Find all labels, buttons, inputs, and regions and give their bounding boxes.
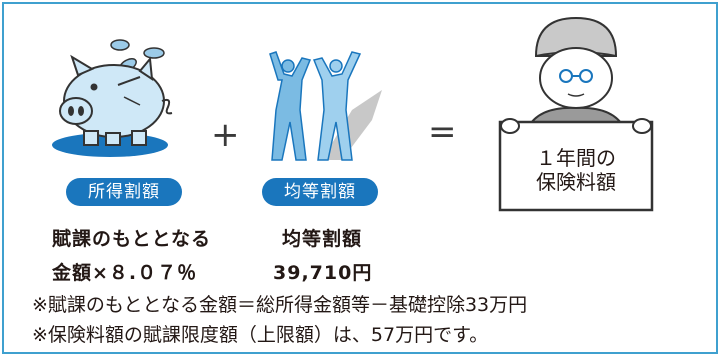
income-desc-line2: 金額×８.０７％ — [52, 262, 198, 284]
per-capita-desc-line1: 均等割額 — [282, 228, 363, 250]
annual-premium-line1: １年間の — [536, 146, 616, 170]
per-capita-amount: 39,710円 — [273, 262, 373, 284]
income-desc-line1: 賦課のもととなる — [52, 228, 212, 250]
piggy-bank-icon — [52, 39, 173, 157]
elderly-person-icon — [498, 16, 654, 212]
plus-sign: + — [211, 115, 240, 155]
equality-figures-icon — [269, 51, 382, 161]
note-premium-cap: ※保険料額の賦課限度額（上限額）は、57万円です。 — [32, 324, 489, 346]
equals-sign: = — [428, 112, 457, 152]
income-badge: 所得割額 — [66, 178, 182, 206]
note-assessment-base: ※賦課のもととなる金額＝総所得金額等－基礎控除33万円 — [32, 294, 528, 316]
per-capita-badge: 均等割額 — [262, 178, 378, 206]
annual-premium-line2: 保険料額 — [536, 170, 616, 194]
